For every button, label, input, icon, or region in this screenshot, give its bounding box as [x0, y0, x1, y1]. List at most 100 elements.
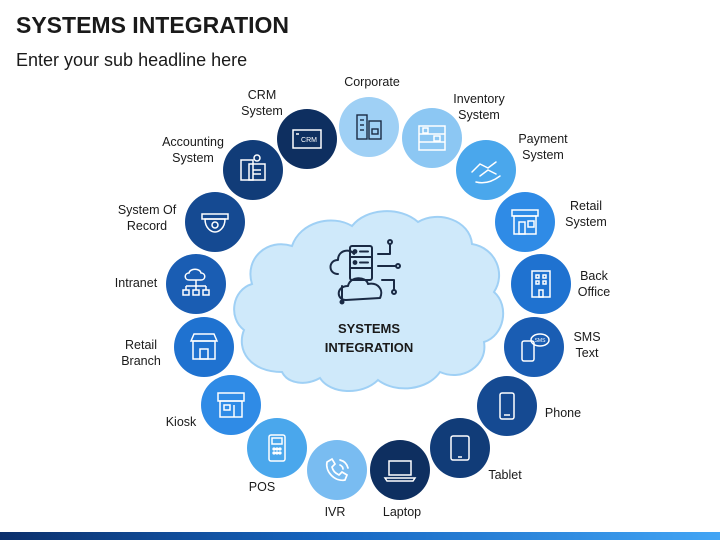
- svg-text:Kiosk: Kiosk: [166, 415, 197, 429]
- node-label-line: SMS: [573, 330, 600, 344]
- svg-text:POS: POS: [249, 480, 275, 494]
- node-label-line: Corporate: [344, 75, 400, 89]
- node-system-of-record: System Of Record: [118, 192, 245, 252]
- accounting-docs-icon: [240, 154, 266, 181]
- node-label-line: Text: [576, 346, 599, 360]
- node-label-line: Back: [580, 269, 609, 283]
- shop-icon: [511, 209, 539, 235]
- node-retail-system: Retail System: [495, 192, 607, 252]
- node-corporate: Corporate: [339, 75, 400, 157]
- node-label-line: Record: [127, 219, 167, 233]
- svg-text:System: System: [458, 108, 500, 122]
- node-inventory: Inventory System: [402, 92, 505, 168]
- smartphone-icon: [499, 392, 515, 420]
- phone-call-icon: [325, 457, 349, 482]
- cloud-server-icon: [329, 239, 401, 305]
- node-sms-text: SMS SMS Text: [504, 317, 601, 377]
- page-subtitle: Enter your sub headline here: [16, 50, 248, 70]
- svg-text:Retail: Retail: [125, 338, 157, 352]
- svg-text:SMS: SMS: [535, 338, 547, 344]
- svg-text:System: System: [522, 148, 564, 162]
- node-circle: [201, 375, 261, 435]
- buildings-icon: [356, 114, 382, 140]
- node-circle: [402, 108, 462, 168]
- node-circle: [174, 317, 234, 377]
- center-label-line2: INTEGRATION: [325, 340, 414, 355]
- center-cloud: [233, 210, 504, 393]
- svg-text:IVR: IVR: [325, 505, 346, 519]
- svg-text:Phone: Phone: [545, 406, 581, 420]
- node-label-line: System: [241, 104, 283, 118]
- svg-text:Laptop: Laptop: [383, 505, 421, 519]
- handshake-icon: [471, 161, 501, 184]
- node-intranet: Intranet: [115, 254, 226, 314]
- node-label-line: Laptop: [383, 505, 421, 519]
- svg-text:Inventory: Inventory: [453, 92, 505, 106]
- laptop-icon: [383, 460, 417, 482]
- svg-text:System: System: [565, 215, 607, 229]
- center-label-line1: SYSTEMS: [338, 321, 400, 336]
- office-building-icon: [531, 270, 551, 298]
- node-back-office: Back Office: [511, 254, 610, 314]
- svg-text:Text: Text: [576, 346, 599, 360]
- node-label-line: Branch: [121, 354, 161, 368]
- node-label-line: IVR: [325, 505, 346, 519]
- node-circle: [511, 254, 571, 314]
- node-label-line: Intranet: [115, 276, 158, 290]
- page-title: SYSTEMS INTEGRATION: [16, 12, 290, 38]
- svg-text:Payment: Payment: [518, 132, 568, 146]
- node-label-line: Retail: [125, 338, 157, 352]
- svg-text:CRM: CRM: [301, 137, 317, 144]
- sms-phone-icon: SMS: [521, 333, 550, 362]
- svg-text:Intranet: Intranet: [115, 276, 158, 290]
- svg-text:Record: Record: [127, 219, 167, 233]
- node-ivr: IVR: [307, 440, 367, 519]
- svg-text:Office: Office: [578, 285, 610, 299]
- node-label-line: Inventory: [453, 92, 505, 106]
- node-label-line: System: [565, 215, 607, 229]
- node-pos: POS: [247, 418, 307, 494]
- svg-text:Branch: Branch: [121, 354, 161, 368]
- node-label-line: Retail: [570, 199, 602, 213]
- svg-text:SMS: SMS: [573, 330, 600, 344]
- svg-text:System Of: System Of: [118, 203, 177, 217]
- node-label-line: Office: [578, 285, 610, 299]
- node-circle: [277, 109, 337, 169]
- node-circle: [456, 140, 516, 200]
- node-laptop: Laptop: [370, 440, 430, 519]
- svg-text:Accounting: Accounting: [162, 135, 224, 149]
- svg-text:Tablet: Tablet: [488, 468, 522, 482]
- svg-text:System: System: [172, 151, 214, 165]
- node-label-line: CRM: [248, 88, 276, 102]
- node-phone: Phone: [477, 376, 581, 436]
- svg-text:CRM: CRM: [248, 88, 276, 102]
- node-kiosk: Kiosk: [166, 375, 261, 435]
- node-circle: [307, 440, 367, 500]
- node-circle: [370, 440, 430, 500]
- node-label-line: Phone: [545, 406, 581, 420]
- node-label-line: POS: [249, 480, 275, 494]
- pos-terminal-icon: [268, 434, 286, 462]
- node-circle: [477, 376, 537, 436]
- storefront-icon: [189, 333, 219, 360]
- svg-text:Back: Back: [580, 269, 609, 283]
- node-retail-branch: Retail Branch: [121, 317, 234, 377]
- node-crm: CRM CRM System: [241, 88, 337, 169]
- svg-text:System: System: [241, 104, 283, 118]
- kiosk-icon: [217, 392, 245, 418]
- node-label-line: Tablet: [488, 468, 522, 482]
- node-label-line: Kiosk: [166, 415, 197, 429]
- crm-screen-icon: CRM: [292, 129, 322, 149]
- svg-text:Retail: Retail: [570, 199, 602, 213]
- node-label-line: System: [458, 108, 500, 122]
- camera-dome-icon: [201, 213, 229, 233]
- node-label-line: Accounting: [162, 135, 224, 149]
- node-label-line: System: [172, 151, 214, 165]
- node-tablet: Tablet: [430, 418, 522, 482]
- node-circle: [430, 418, 490, 478]
- node-accounting: Accounting System: [162, 135, 283, 200]
- node-label-line: System: [522, 148, 564, 162]
- node-payment: Payment System: [456, 132, 568, 200]
- shelves-icon: [418, 125, 446, 151]
- svg-text:Corporate: Corporate: [344, 75, 400, 89]
